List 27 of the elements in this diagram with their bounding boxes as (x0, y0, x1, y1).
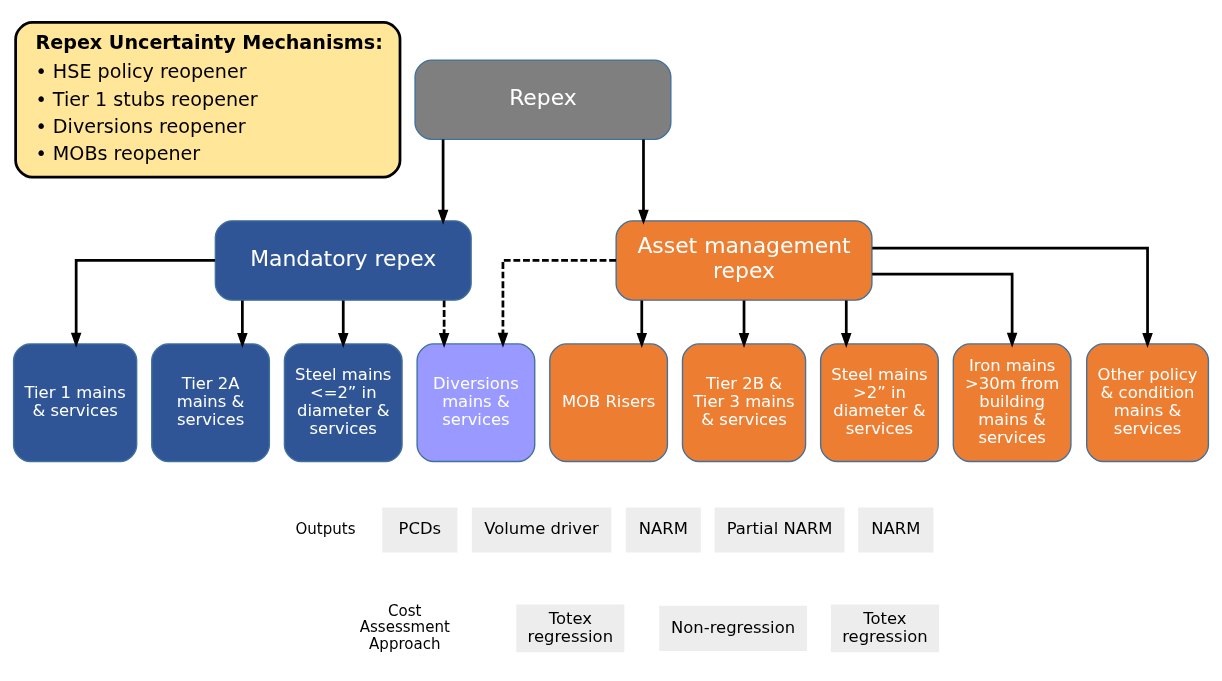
node-box: Mandatory repex (214, 220, 472, 301)
arrow (497, 259, 617, 348)
node-box: Iron mains >30m from building mains & services (952, 343, 1072, 463)
node-box: Other policy & condition mains & services (1086, 343, 1210, 463)
node-box: Asset management repex (615, 220, 873, 301)
label: Outputs (295, 519, 356, 538)
arrow (237, 300, 248, 349)
node-box: Tier 2A mains & services (151, 343, 271, 463)
arrow (738, 300, 750, 349)
arrow (437, 139, 449, 225)
arrow (841, 300, 852, 349)
label: Cost Assessment Approach (359, 601, 450, 653)
node-box: Steel mains >2” in diameter & services (819, 343, 939, 463)
node-box: Repex Uncertainty Mechanisms: • HSE policy reopener • Tier 1 stubs reopener • Diversions reopener • MOBs reopener (14, 21, 402, 179)
arrow (337, 300, 349, 349)
node-box: Tier 1 mains & services (12, 343, 138, 463)
node-box: Tier 2B & Tier 3 mains & services (681, 343, 807, 463)
arrow (636, 300, 648, 349)
node-box: MOB Risers (549, 343, 669, 463)
arrow (872, 272, 1018, 348)
node-box: Diversions mains & services (416, 343, 536, 463)
arrow (438, 300, 450, 349)
arrow (70, 259, 216, 348)
node-box: Steel mains <=2” in diameter & services (283, 343, 403, 463)
node-box: Repex (414, 59, 672, 141)
arrow (872, 246, 1153, 348)
arrow (638, 139, 649, 225)
